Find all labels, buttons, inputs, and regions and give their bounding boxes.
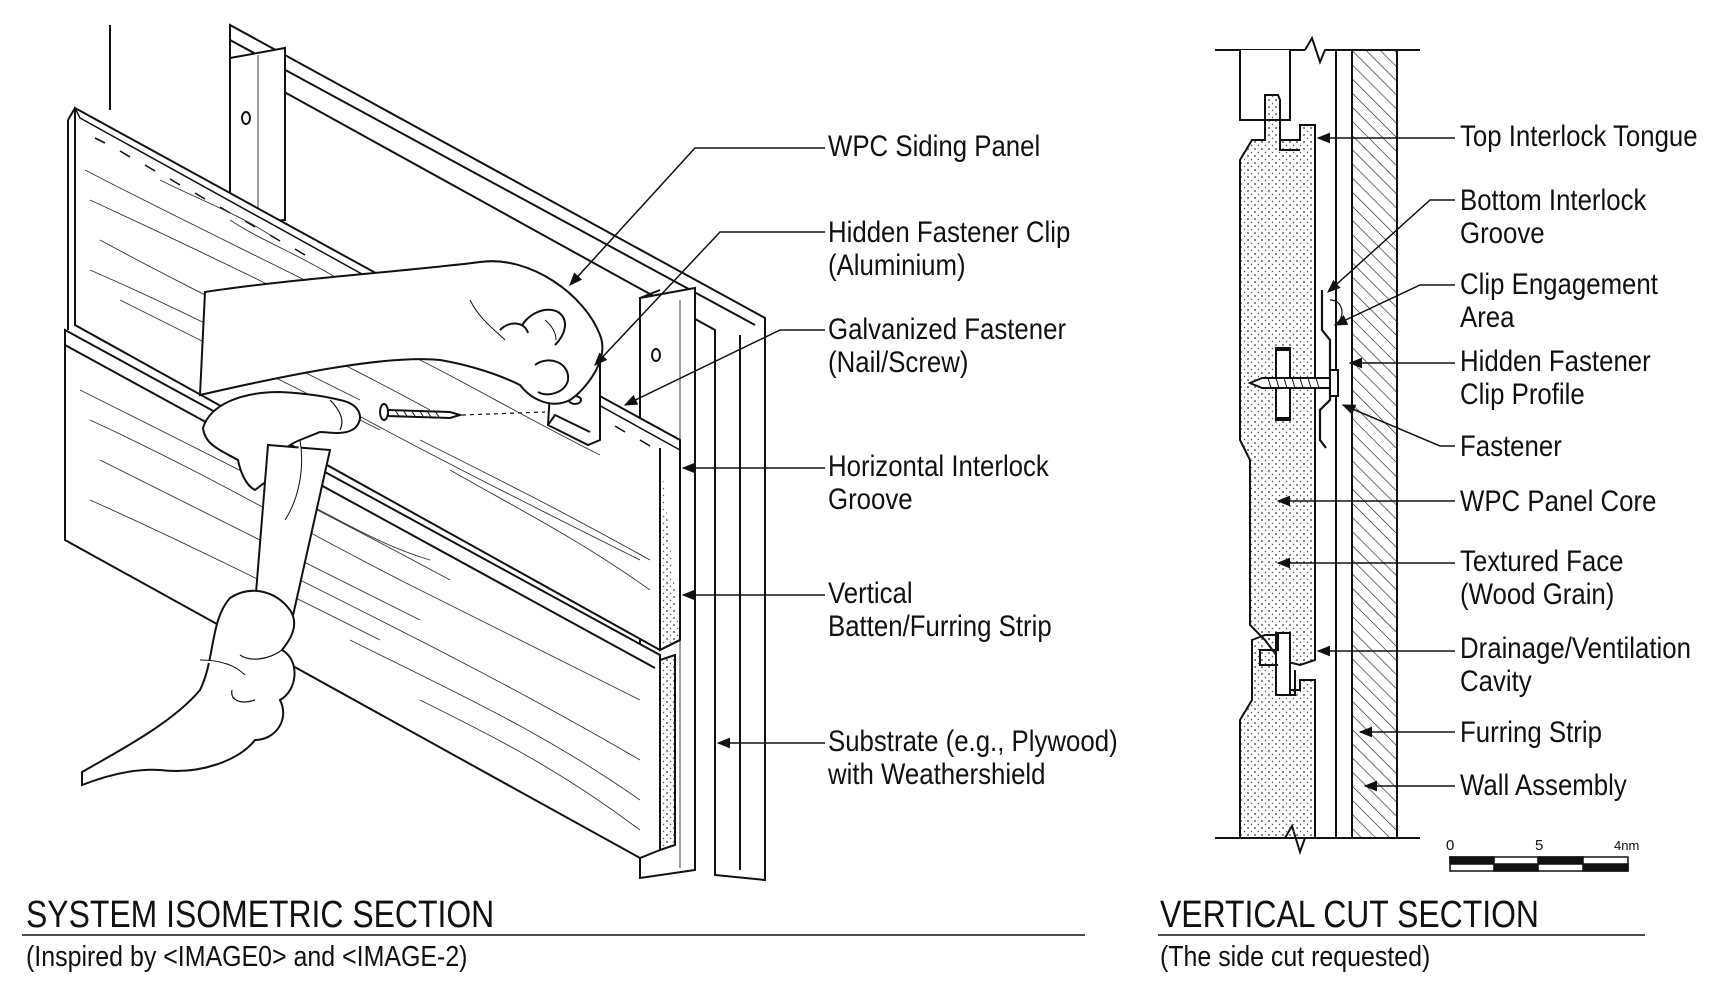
label-clip-engagement-1: Clip Engagement — [1460, 268, 1658, 301]
hand-lower — [81, 589, 296, 787]
scale-bar — [1449, 856, 1629, 872]
label-bottom-interlock-1: Bottom Interlock — [1460, 184, 1647, 217]
hammer — [201, 390, 361, 622]
label-hidden-fastener-clip-1: Hidden Fastener Clip — [828, 216, 1071, 249]
label-drainage-1: Drainage/Ventilation — [1460, 632, 1691, 665]
label-wpc-panel-core: WPC Panel Core — [1460, 485, 1657, 518]
right-leader-lines — [1276, 132, 1455, 792]
vertical-cut-drawing — [1215, 35, 1420, 856]
label-drainage-2: Cavity — [1460, 665, 1532, 698]
left-title: SYSTEM ISOMETRIC SECTION — [26, 894, 495, 936]
label-textured-face-1: Textured Face — [1460, 545, 1624, 578]
label-galvanized-fastener-2: (Nail/Screw) — [828, 346, 969, 379]
scale-tick-4nm: 4nm — [1614, 838, 1640, 853]
label-vertical-batten-1: Vertical — [828, 577, 913, 610]
label-substrate-2: with Weathershield — [828, 758, 1046, 791]
left-subtitle: (Inspired by <IMAGE0> and <IMAGE-2) — [26, 941, 468, 973]
label-textured-face-2: (Wood Grain) — [1460, 578, 1615, 611]
label-wpc-siding-panel: WPC Siding Panel — [828, 130, 1041, 163]
label-top-interlock-tongue: Top Interlock Tongue — [1460, 120, 1698, 153]
isometric-drawing — [64, 23, 766, 882]
furring-strip — [1335, 49, 1353, 839]
label-clip-engagement-2: Area — [1460, 301, 1515, 334]
left-leader-lines — [569, 147, 825, 749]
label-horizontal-interlock-2: Groove — [828, 483, 913, 516]
label-clip-profile-1: Hidden Fastener — [1460, 345, 1651, 378]
label-bottom-interlock-2: Groove — [1460, 217, 1545, 250]
label-galvanized-fastener-1: Galvanized Fastener — [828, 313, 1067, 346]
galvanized-nail — [379, 403, 546, 421]
label-furring-strip: Furring Strip — [1460, 716, 1602, 749]
label-substrate-1: Substrate (e.g., Plywood) — [828, 725, 1118, 758]
wall-assembly — [1351, 49, 1398, 839]
scale-tick-5: 5 — [1535, 837, 1544, 854]
label-horizontal-interlock-1: Horizontal Interlock — [828, 450, 1049, 483]
label-vertical-batten-2: Batten/Furring Strip — [828, 610, 1052, 643]
hand-upper — [198, 260, 604, 405]
upper-batten — [229, 46, 286, 227]
label-hidden-fastener-clip-2: (Aluminium) — [828, 249, 966, 282]
label-clip-profile-2: Clip Profile — [1460, 378, 1585, 411]
scale-tick-0: 0 — [1446, 837, 1455, 854]
label-wall-assembly: Wall Assembly — [1460, 769, 1627, 802]
right-title: VERTICAL CUT SECTION — [1160, 894, 1539, 936]
label-fastener: Fastener — [1460, 430, 1562, 463]
siding-panel-lower — [64, 328, 676, 860]
fastener-section — [1247, 349, 1339, 419]
right-subtitle: (The side cut requested) — [1160, 941, 1431, 973]
